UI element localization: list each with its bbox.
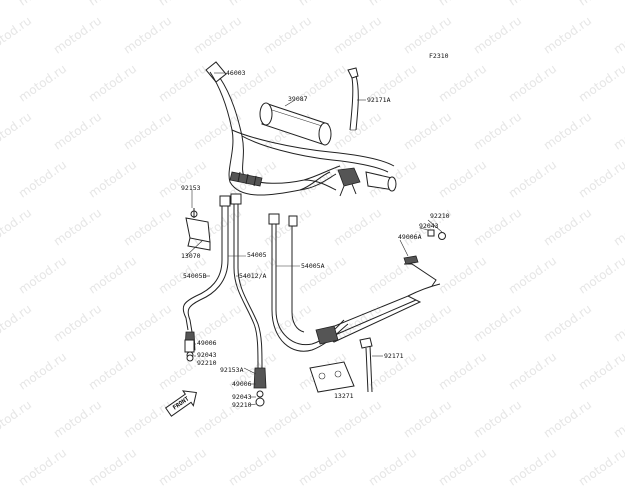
cable-54005A — [268, 213, 349, 352]
handlebar-pad-39087 — [259, 102, 332, 146]
label-39087: 39087 — [288, 95, 308, 103]
label-92171A: 92171A — [367, 96, 391, 104]
label-92043-left: 92043 — [197, 351, 217, 359]
adjuster-left — [184, 339, 195, 362]
label-92153-top: 92153 — [181, 184, 201, 192]
label-92210-left: 92210 — [197, 359, 217, 367]
label-49006A: 49006A — [398, 233, 422, 241]
label-13271: 13271 — [334, 392, 354, 400]
label-92171: 92171 — [384, 352, 404, 360]
label-49006-left: 49006 — [197, 339, 217, 347]
leader-lines — [185, 72, 443, 406]
wrench-92171A — [347, 67, 359, 131]
handlebar-46003 — [205, 61, 397, 197]
cable-54012A — [230, 193, 267, 407]
label-54012A: 54012/A — [239, 272, 267, 280]
label-54005A: 54005A — [301, 262, 325, 270]
label-46003: 46003 — [226, 69, 246, 77]
front-arrow-icon — [164, 390, 197, 417]
label-92210-bottom: 92210 — [232, 401, 252, 409]
label-92210-right: 92210 — [430, 212, 450, 220]
diagram-drawing — [164, 61, 446, 417]
bracket-13070 — [185, 208, 211, 251]
label-54005B: 54005B — [183, 272, 207, 280]
bolt-92171 — [359, 337, 373, 393]
label-92043-bottom: 92043 — [232, 393, 252, 401]
label-92043-right: 92043 — [419, 222, 439, 230]
label-13070: 13070 — [181, 252, 201, 260]
adjuster-right — [427, 229, 446, 240]
figure-code: F2310 — [429, 52, 449, 60]
label-49006-bottom: 49006 — [232, 380, 252, 388]
label-92153A: 92153A — [220, 366, 244, 374]
label-54005: 54005 — [247, 251, 267, 259]
bracket-13271 — [309, 361, 355, 393]
throttle-assembly — [315, 255, 441, 345]
